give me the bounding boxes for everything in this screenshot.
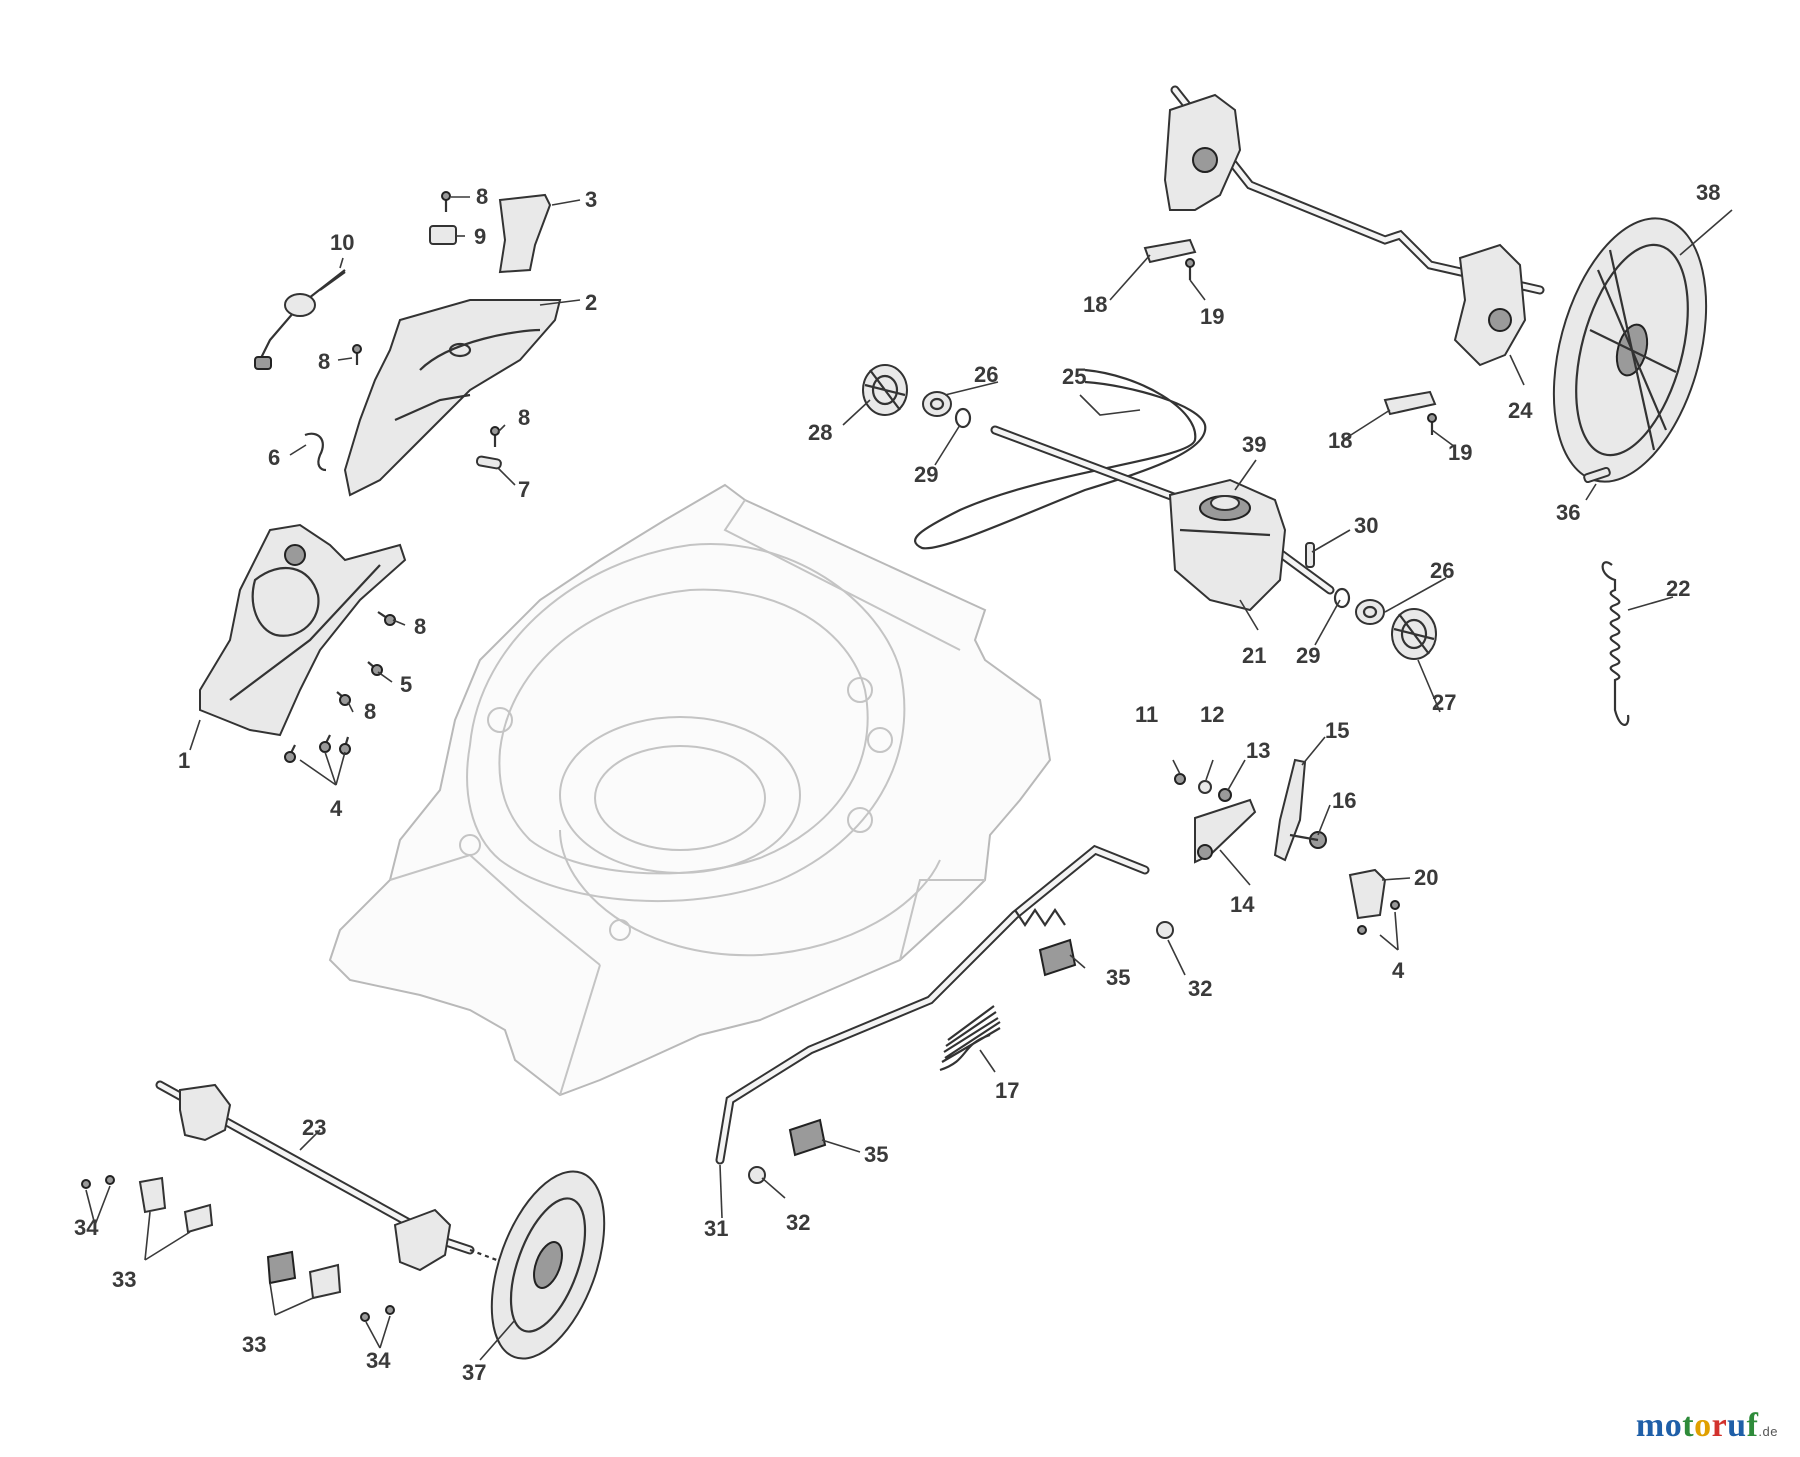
pinion-right-part: [1391, 608, 1437, 660]
leader-lines: [85, 196, 1733, 1361]
callout-34: 34: [366, 1348, 391, 1373]
handle-bracket-left-part: [199, 523, 407, 737]
callout-19: 19: [1448, 440, 1472, 465]
callout-36: 36: [1556, 500, 1580, 525]
pin-36-part: [1583, 466, 1611, 484]
cable-clip-part: [429, 225, 457, 245]
callout-16: 16: [1332, 788, 1356, 813]
callout-13: 13: [1246, 738, 1270, 763]
callout-23: 23: [302, 1115, 326, 1140]
callout-4: 4: [330, 796, 343, 821]
drive-belt-part: [914, 368, 1207, 550]
watermark-suffix: .de: [1758, 1424, 1778, 1439]
callout-19: 19: [1200, 304, 1224, 329]
callout-32: 32: [1188, 976, 1212, 1001]
callout-24: 24: [1508, 398, 1533, 423]
gearbox-part: [1168, 478, 1287, 612]
bearings-part: [922, 391, 1385, 625]
motoruf-watermark-logo: motoruf.de: [1636, 1407, 1778, 1445]
callout-26: 26: [1430, 558, 1454, 583]
callout-12: 12: [1200, 702, 1224, 727]
mower-deck: [328, 483, 1052, 1097]
watermark-letter: m: [1635, 1407, 1665, 1444]
pin-part: [475, 455, 502, 470]
pinion-left-part: [862, 364, 908, 416]
callout-31: 31: [704, 1216, 728, 1241]
callout-27: 27: [1432, 690, 1456, 715]
callout-35: 35: [1106, 965, 1130, 990]
callout-5: 5: [400, 672, 412, 697]
watermark-letter: o: [1694, 1407, 1712, 1444]
cable-part: [254, 269, 346, 370]
callout-38: 38: [1696, 180, 1720, 205]
callout-20: 20: [1414, 865, 1438, 890]
callout-37: 37: [462, 1360, 486, 1385]
callout-33: 33: [242, 1332, 266, 1357]
watermark-letter: o: [1664, 1407, 1683, 1444]
front-wheel-part: [490, 1170, 606, 1360]
callout-labels: 1 2 3 4 4 5 6 7 8 8 8 8 8 9 10 11 12 13 …: [74, 180, 1720, 1385]
callout-39: 39: [1242, 432, 1266, 457]
callout-6: 6: [268, 445, 280, 470]
callout-33: 33: [112, 1267, 136, 1292]
callout-29: 29: [914, 462, 938, 487]
callout-4: 4: [1392, 958, 1405, 983]
watermark-letter: u: [1727, 1407, 1747, 1444]
front-axle-part: [155, 1080, 511, 1272]
clips-33-part: [138, 1176, 342, 1300]
callout-28: 28: [808, 420, 832, 445]
callout-17: 17: [995, 1078, 1019, 1103]
callout-11: 11: [1135, 702, 1158, 727]
callout-22: 22: [1666, 576, 1690, 601]
cable-guide-part: [498, 193, 552, 274]
callout-21: 21: [1242, 643, 1266, 668]
callout-14: 14: [1230, 892, 1255, 917]
callout-3: 3: [585, 187, 597, 212]
watermark-letter: t: [1682, 1407, 1695, 1444]
bracket-20-part: [1348, 868, 1400, 935]
rear-wheel-part: [1552, 217, 1708, 483]
handle-bracket-cover-part: [343, 299, 562, 497]
callout-8: 8: [518, 405, 530, 430]
callout-8: 8: [414, 614, 426, 639]
callout-9: 9: [474, 224, 486, 249]
callout-30: 30: [1354, 513, 1378, 538]
callout-34: 34: [74, 1215, 99, 1240]
callout-18: 18: [1083, 292, 1107, 317]
callout-25: 25: [1062, 364, 1086, 389]
spring-17-part: [939, 1005, 1001, 1072]
callout-26: 26: [974, 362, 998, 387]
spring-clip-part: [304, 432, 327, 472]
watermark-letter: r: [1711, 1407, 1728, 1444]
washers-part: [954, 407, 1351, 609]
callout-10: 10: [330, 230, 354, 255]
callout-29: 29: [1296, 643, 1320, 668]
height-lever-part: [715, 844, 1150, 1165]
callout-32: 32: [786, 1210, 810, 1235]
callout-8: 8: [364, 699, 376, 724]
spring-22-part: [1601, 561, 1630, 726]
screws-34-part: [81, 1175, 395, 1322]
watermark-letter: f: [1746, 1407, 1759, 1444]
callout-15: 15: [1325, 718, 1349, 743]
clips-35-part: [788, 938, 1077, 1157]
callout-1: 1: [178, 748, 190, 773]
drive-pin-part: [1305, 542, 1315, 568]
callout-8: 8: [476, 184, 488, 209]
adjuster-plates-part: [1174, 758, 1327, 864]
callout-35: 35: [864, 1142, 888, 1167]
callout-2: 2: [585, 290, 597, 315]
rear-axle-part: [1163, 85, 1545, 367]
callout-8: 8: [318, 349, 330, 374]
callout-7: 7: [518, 477, 530, 502]
callout-18: 18: [1328, 428, 1352, 453]
bolts-32-part: [748, 921, 1174, 1184]
